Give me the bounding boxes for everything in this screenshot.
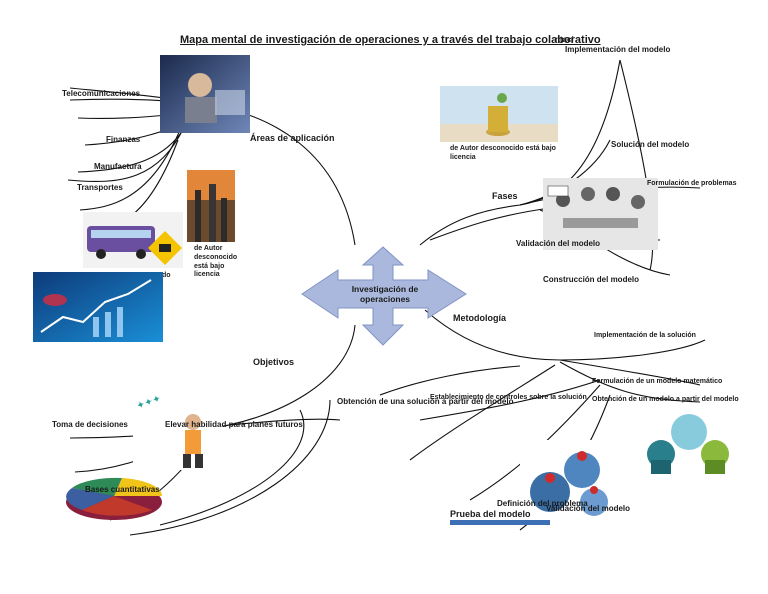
refinery-photo xyxy=(187,170,235,242)
fase-construccion: Construcción del modelo xyxy=(543,275,640,284)
step-prueba-modelo: Prueba del modelo xyxy=(450,509,531,519)
gear-people-photo xyxy=(520,440,620,525)
step-implementacion-solucion: Implementación de la solución xyxy=(594,332,696,339)
areas-item-transportes: Transportes xyxy=(77,183,123,192)
fase-solucion: Solución del modelo xyxy=(611,140,690,149)
worker-photo: ✦✦✦ xyxy=(133,390,223,470)
step-definicion-problema: Definición del problema xyxy=(497,499,588,508)
prueba-underline-bar xyxy=(450,520,550,525)
areas-item-finanzas: Finanzas xyxy=(106,135,141,144)
fase-implementacion: Implementación del modelo xyxy=(565,45,671,54)
objetivo-elevar-habilidad: Elevar habilidad para planes futuros xyxy=(165,420,303,429)
bus-caption: do xyxy=(162,272,171,279)
fases-label: Fases xyxy=(492,191,518,201)
people-network-photo xyxy=(637,410,740,474)
step-validacion-modelo: Validación del modelo xyxy=(546,504,631,513)
step-controles: Establecimiento de controles sobre la so… xyxy=(430,394,587,401)
areas-item-manufactura: Manufactura xyxy=(94,162,142,171)
objetivo-toma-decisiones: Toma de decisiones xyxy=(52,420,128,429)
objetivo-bases-cuantitativas: Bases cuantitativas xyxy=(85,485,160,494)
center-arrow-shape xyxy=(301,246,467,346)
bus-photo xyxy=(83,212,183,268)
stocks-chart-photo xyxy=(33,272,163,342)
areas-label: Áreas de aplicación xyxy=(250,133,335,143)
team-sketch-photo xyxy=(543,178,658,250)
objetivo-obtencion: Obtención de una solución a partir del m… xyxy=(337,397,514,406)
coins-plant-photo xyxy=(440,86,558,142)
refinery-caption: de Autor desconocido está bajo licencia xyxy=(194,245,238,279)
center-label: Investigación de operaciones xyxy=(351,284,419,305)
step-formulacion-modelo: Formulación de un modelo matemático xyxy=(592,378,723,385)
title-overlap-text: ntaci xyxy=(555,35,574,44)
pie-chart-3d-photo xyxy=(62,468,167,526)
objetivos-label: Objetivos xyxy=(253,357,295,367)
metodologia-label: Metodología xyxy=(453,313,506,323)
fase-validacion: Validación del modelo xyxy=(516,239,601,248)
page-title: Mapa mental de investigación de operacio… xyxy=(180,34,601,46)
fase-formulacion: Formulación de problemas xyxy=(647,180,737,187)
woman-laptop-photo xyxy=(160,55,250,133)
step-obtencion-modelo: Obtención de un modelo a partir del mode… xyxy=(592,396,739,403)
coins-caption: de Autor desconocido está bajo licencia xyxy=(450,145,556,161)
areas-item-telecom: Telecomunicaciones xyxy=(62,89,141,98)
